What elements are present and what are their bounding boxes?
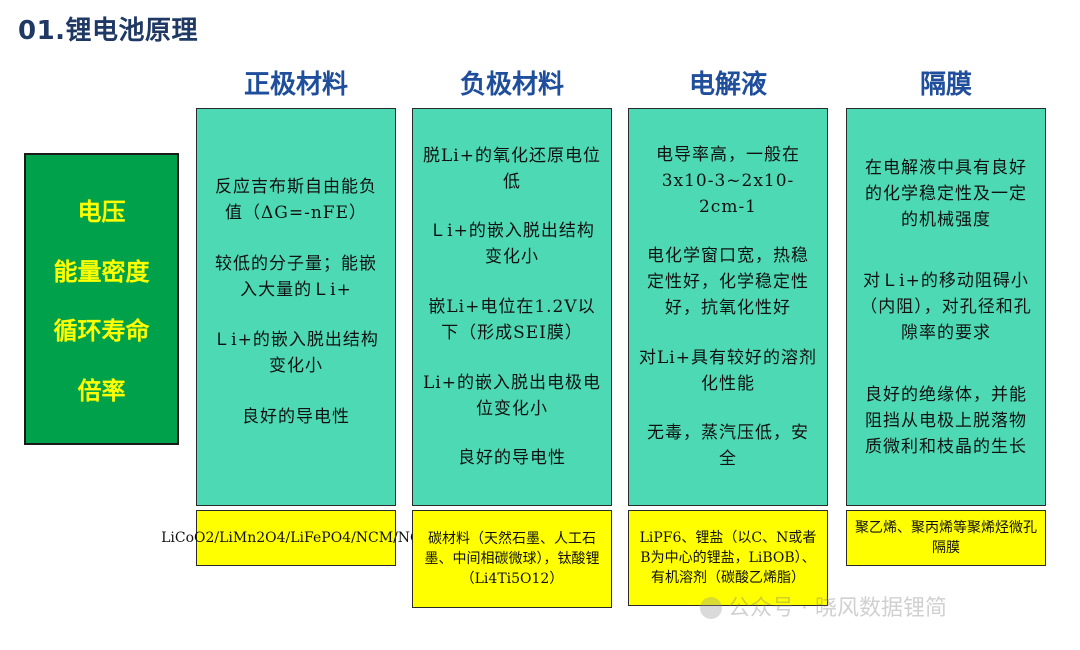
- cathode-materials: LiCoO2/LiMn2O4/LiFePO4/NCM/NCA: [161, 510, 431, 566]
- electrolyte-point: 无毒，蒸汽压低，安全: [647, 422, 809, 469]
- page-title: 01.锂电池原理: [18, 16, 199, 46]
- separator-point: 在电解液中具有良好的化学稳定性及一定的机械强度: [865, 157, 1027, 230]
- separator-requirements: 在电解液中具有良好的化学稳定性及一定的机械强度 对Ｌi+的移动阻碍小（内阻），对…: [846, 108, 1046, 506]
- anode-materials: 碳材料（天然石墨、人工石墨、中间相碳微球），钛酸锂（Li4Ti5O12）: [412, 510, 612, 608]
- watermark: 公众号 · 晓风数据锂简: [700, 590, 947, 622]
- metric-rate: 倍率: [77, 377, 126, 406]
- metric-cycle-life: 循环寿命: [53, 317, 150, 346]
- electrolyte-materials-text: LiPF6、锂盐（以C、N或者B为中心的锂盐，LiBOB）、有机溶剂（碳酸乙烯脂…: [639, 530, 817, 586]
- anode-point: 良好的导电性: [458, 448, 566, 469]
- separator-point: 对Ｌi+的移动阻碍小（内阻），对孔径和孔隙率的要求: [860, 271, 1032, 343]
- metric-voltage: 电压: [77, 197, 126, 226]
- anode-requirements: 脱Li+的氧化还原电位低 Ｌi+的嵌入脱出结构变化小 嵌Li+电位在1.2V以下…: [412, 108, 612, 506]
- header-anode: 负极材料: [459, 70, 564, 100]
- electrolyte-point: 电导率高，一般在3x10-3~2x10-2cm-1: [656, 145, 800, 218]
- cathode-point: 良好的导电性: [242, 407, 350, 428]
- anode-point: Li+的嵌入脱出电极电位变化小: [423, 372, 601, 419]
- cathode-materials-text: LiCoO2/LiMn2O4/LiFePO4/NCM/NCA: [161, 530, 431, 546]
- cathode-requirements: 反应吉布斯自由能负值（ΔG=-nFE） 较低的分子量；能嵌入大量的Ｌi+ Ｌi+…: [196, 108, 396, 506]
- performance-metrics-box: 电压 能量密度 循环寿命 倍率: [24, 153, 179, 445]
- separator-materials-text: 聚乙烯、聚丙烯等聚烯烃微孔隔膜: [855, 520, 1037, 556]
- header-cathode: 正极材料: [243, 70, 348, 100]
- electrolyte-point: 对Li+具有较好的溶剂化性能: [639, 347, 817, 394]
- anode-point: Ｌi+的嵌入脱出结构变化小: [429, 221, 595, 268]
- header-electrolyte: 电解液: [688, 70, 767, 100]
- cathode-point: Ｌi+的嵌入脱出结构变化小: [213, 330, 379, 377]
- anode-materials-text: 碳材料（天然石墨、人工石墨、中间相碳微球），钛酸锂（Li4Ti5O12）: [424, 531, 600, 587]
- header-separator: 隔膜: [919, 70, 972, 100]
- electrolyte-point: 电化学窗口宽，热稳定性好，化学稳定性好，抗氧化性好: [647, 246, 809, 319]
- cathode-point: 较低的分子量；能嵌入大量的Ｌi+: [215, 253, 377, 300]
- cathode-point: 反应吉布斯自由能负值（ΔG=-nFE）: [215, 176, 377, 223]
- electrolyte-materials: LiPF6、锂盐（以C、N或者B为中心的锂盐，LiBOB）、有机溶剂（碳酸乙烯脂…: [628, 510, 828, 606]
- separator-point: 良好的绝缘体，并能阻挡从电极上脱落物质微利和枝晶的生长: [865, 384, 1027, 457]
- anode-point: 嵌Li+电位在1.2V以下（形成SEI膜）: [428, 296, 596, 343]
- separator-materials: 聚乙烯、聚丙烯等聚烯烃微孔隔膜: [846, 510, 1046, 566]
- watermark-text: 公众号 · 晓风数据锂简: [728, 596, 947, 621]
- wechat-icon: [700, 597, 722, 619]
- electrolyte-requirements: 电导率高，一般在3x10-3~2x10-2cm-1 电化学窗口宽，热稳定性好，化…: [628, 108, 828, 506]
- metric-energy-density: 能量密度: [53, 257, 150, 286]
- anode-point: 脱Li+的氧化还原电位低: [423, 145, 601, 192]
